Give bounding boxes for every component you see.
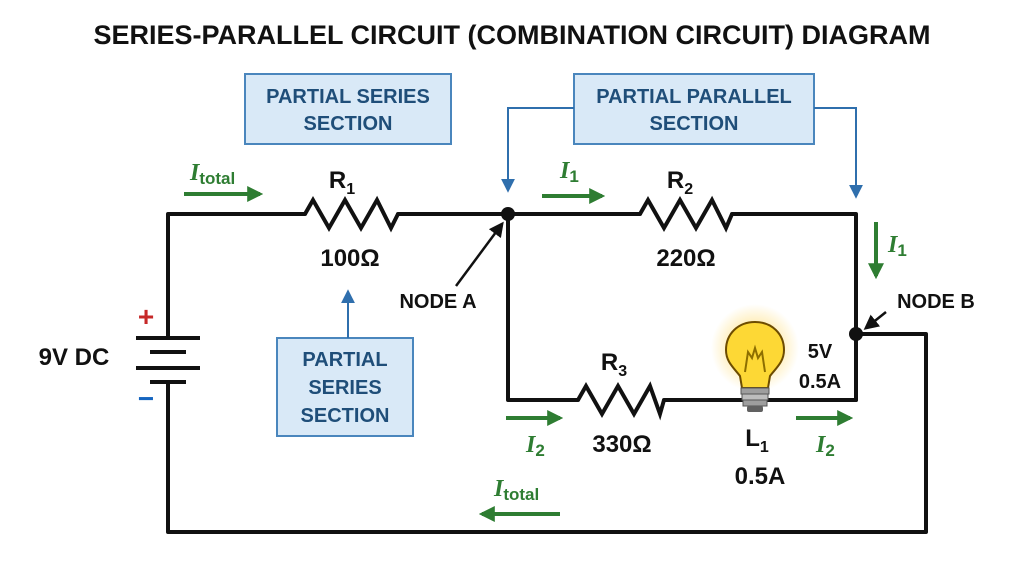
node-a-label: NODE A xyxy=(399,291,476,313)
node-b-pointer xyxy=(863,311,887,330)
current-total-top: Itotal xyxy=(184,160,264,202)
r3-label: R3 xyxy=(601,349,627,380)
current-i1-top: I1 xyxy=(542,158,606,204)
parallel-bracket-right xyxy=(814,107,863,199)
box-partial-parallel-top: PARTIAL PARALLEL SECTION xyxy=(573,73,815,145)
resistor-r2 xyxy=(638,195,734,233)
current-total-top-label: Itotal xyxy=(189,160,235,188)
parallel-bracket-left xyxy=(501,107,574,193)
box-series-top-line2: SECTION xyxy=(304,113,393,135)
r2-value: 220Ω xyxy=(656,245,715,272)
current-i1-top-label: I1 xyxy=(559,158,579,186)
wire-return xyxy=(166,332,928,534)
lamp-filament xyxy=(744,344,766,373)
node-a-pointer xyxy=(454,221,504,287)
current-i1-right-label: I1 xyxy=(887,232,907,260)
battery-label: 9V DC xyxy=(39,344,110,371)
resistor-r1 xyxy=(303,195,400,233)
current-total-bottom-label: Itotal xyxy=(493,476,539,504)
box-series-top-line1: PARTIAL SERIES xyxy=(266,86,430,108)
lamp-current: 0.5A xyxy=(735,463,786,490)
current-i2-left-label: I2 xyxy=(525,432,545,460)
battery-plus: + xyxy=(138,301,154,332)
current-i1-right: I1 xyxy=(868,222,907,280)
lamp-label: L1 xyxy=(745,425,769,456)
r1-value: 100Ω xyxy=(320,245,379,272)
current-total-bottom: Itotal xyxy=(478,476,560,522)
box-series-bottom-line2: SERIES xyxy=(308,377,381,399)
lamp-voltage: 5V xyxy=(808,341,833,363)
r1-label: R1 xyxy=(329,167,355,198)
diagram-title: SERIES-PARALLEL CIRCUIT (COMBINATION CIR… xyxy=(94,20,931,50)
battery: + − xyxy=(136,301,200,414)
lamp-l1 xyxy=(711,304,799,412)
wire-top-left xyxy=(166,212,307,340)
resistor-r3 xyxy=(576,381,666,421)
current-i2-right-label: I2 xyxy=(815,432,835,460)
r3-value: 330Ω xyxy=(592,431,651,458)
wires xyxy=(166,212,928,534)
box-series-bottom-line1: PARTIAL xyxy=(302,349,387,371)
box-partial-series-top: PARTIAL SERIES SECTION xyxy=(244,73,452,145)
node-a-dot xyxy=(501,207,515,221)
battery-minus: − xyxy=(138,383,154,414)
r2-label: R2 xyxy=(667,167,693,198)
lamp-current-side: 0.5A xyxy=(799,371,841,393)
box-series-bottom-line3: SECTION xyxy=(301,405,390,427)
box-partial-series-bottom: PARTIAL SERIES SECTION xyxy=(276,337,414,437)
node-b-label: NODE B xyxy=(897,291,975,313)
wire-node-a-down xyxy=(506,212,580,402)
node-b-dot xyxy=(849,327,863,341)
current-i2-left: I2 xyxy=(506,410,564,460)
box-parallel-line2: SECTION xyxy=(650,113,739,135)
current-i2-right: I2 xyxy=(796,410,854,460)
box-parallel-line1: PARTIAL PARALLEL xyxy=(596,86,792,108)
